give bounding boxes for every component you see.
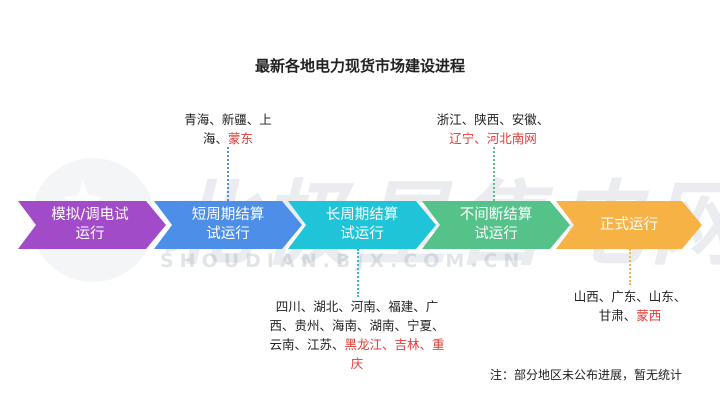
region-text-highlight: 庆 bbox=[350, 356, 364, 371]
region-text: 浙江、陕西、安徽、 bbox=[436, 112, 550, 127]
region-text-highlight: 蒙东 bbox=[228, 131, 254, 146]
stage-arrow-long-cycle: 长周期结算 试运行 bbox=[288, 201, 436, 249]
connector-formal bbox=[629, 249, 631, 285]
annotation-long-cycle-regions: 四川、湖北、河南、福建、广 西、贵州、海南、湖南、宁夏、 云南、江苏、黑龙江、吉… bbox=[254, 297, 460, 373]
stage-label-line2: 试运行 bbox=[340, 226, 384, 242]
region-text: 海、 bbox=[202, 131, 228, 146]
region-text: 青海、新疆、上 bbox=[184, 112, 272, 127]
stage-arrow-short-cycle: 短周期结算 试运行 bbox=[154, 201, 302, 249]
region-text: 山西、广东、山东、 bbox=[573, 289, 687, 304]
footnote: 注：部分地区未公布进展，暂无统计 bbox=[489, 368, 682, 382]
region-text: 西、贵州、海南、湖南、宁夏、 bbox=[269, 318, 445, 333]
region-text-highlight: 蒙西 bbox=[636, 308, 662, 323]
region-text: 云南、江苏、 bbox=[269, 337, 345, 352]
stage-label-line2: 试运行 bbox=[474, 226, 518, 242]
diagram-title: 最新各地电力现货市场建设进程 bbox=[254, 57, 465, 75]
stage-arrow-continuous: 不间断结算 试运行 bbox=[422, 201, 570, 249]
region-text: 四川、湖北、河南、福建、广 bbox=[275, 299, 439, 314]
stage-label-line1: 不间断结算 bbox=[459, 207, 533, 223]
stage-label-line1: 模拟/调电试 bbox=[51, 207, 129, 223]
region-text: 甘肃、 bbox=[598, 308, 637, 323]
connector-continuous bbox=[493, 147, 495, 201]
stage-label-line2: 试运行 bbox=[206, 226, 250, 242]
stage-arrow-formal: 正式运行 bbox=[556, 201, 702, 249]
stage-label-line1: 短周期结算 bbox=[191, 207, 265, 223]
annotation-formal-regions: 山西、广东、山东、 甘肃、蒙西 bbox=[560, 287, 700, 325]
watermark-subtext: SHOUDIAN.BJX.COM.CN bbox=[160, 250, 526, 272]
region-text-highlight: 黑龙江、吉林、重 bbox=[344, 337, 445, 352]
connector-long-cycle bbox=[357, 249, 359, 297]
stage-label-line1: 正式运行 bbox=[600, 216, 658, 233]
stage-arrow-simulation: 模拟/调电试 运行 bbox=[18, 201, 166, 249]
region-text-highlight: 辽宁、河北南网 bbox=[449, 131, 537, 146]
annotation-continuous-regions: 浙江、陕西、安徽、 辽宁、河北南网 bbox=[420, 110, 566, 148]
stage-label-line2: 运行 bbox=[75, 226, 105, 242]
annotation-short-cycle-regions: 青海、新疆、上 海、蒙东 bbox=[160, 110, 296, 148]
stage-label-line1: 长周期结算 bbox=[325, 207, 399, 223]
connector-short-cycle bbox=[227, 147, 229, 201]
